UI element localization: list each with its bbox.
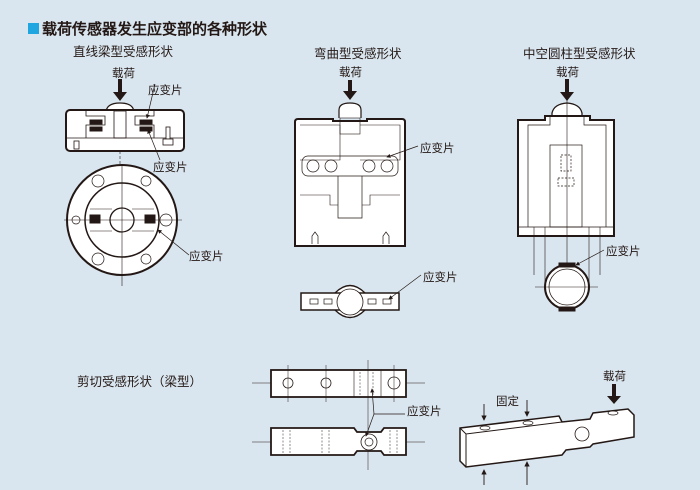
gauge-label-straight-top: 应变片 <box>148 83 183 97</box>
heading-bending: 弯曲型受感形状 <box>314 46 402 61</box>
load-label-cylinder: 载荷 <box>556 65 579 79</box>
gauge-label-straight-disk: 应变片 <box>189 249 224 263</box>
heading-hollow-cylinder: 中空圆柱型受感形状 <box>523 46 636 61</box>
bending-type-front-view <box>294 80 419 247</box>
title-text: 载荷传感器发生应变部的各种形状 <box>42 20 268 38</box>
fixed-label-shear: 固定 <box>496 394 519 408</box>
title-marker-icon <box>28 23 39 34</box>
shear-beam-top-view <box>252 360 425 470</box>
strain-gauge-left <box>89 214 101 224</box>
gauge-label-bending-bottom: 应变片 <box>423 270 458 284</box>
shear-beam-3d-view <box>459 384 635 485</box>
load-label-shear: 载荷 <box>603 369 626 383</box>
heading-shear-beam: 剪切受感形状（梁型） <box>77 374 203 389</box>
strain-gauge-right <box>144 214 156 224</box>
load-label-bending: 载荷 <box>339 65 362 79</box>
shear-beam-side-view <box>252 388 425 456</box>
hollow-cylinder-section <box>535 249 605 312</box>
straight-beam-disk-view <box>64 164 190 286</box>
strain-gauge-top <box>558 262 576 268</box>
load-arrow-icon <box>343 80 357 100</box>
load-arrow-icon <box>113 79 127 101</box>
gauge-label-straight-mid: 应变片 <box>153 160 188 174</box>
fixed-arrow-icon <box>481 400 530 485</box>
gauge-label-bending-top: 应变片 <box>420 141 455 155</box>
gauge-label-cylinder: 应变片 <box>606 244 641 258</box>
bending-type-top-view <box>300 274 422 319</box>
heading-straight-beam: 直线梁型受感形状 <box>73 44 174 59</box>
load-arrow-icon <box>607 384 621 404</box>
load-label-straight: 载荷 <box>112 66 135 80</box>
straight-beam-side-view <box>65 79 185 168</box>
gauge-label-shear: 应变片 <box>407 404 442 418</box>
page-title: 载荷传感器发生应变部的各种形状 <box>28 18 267 39</box>
strain-gauge-bottom <box>558 306 576 312</box>
